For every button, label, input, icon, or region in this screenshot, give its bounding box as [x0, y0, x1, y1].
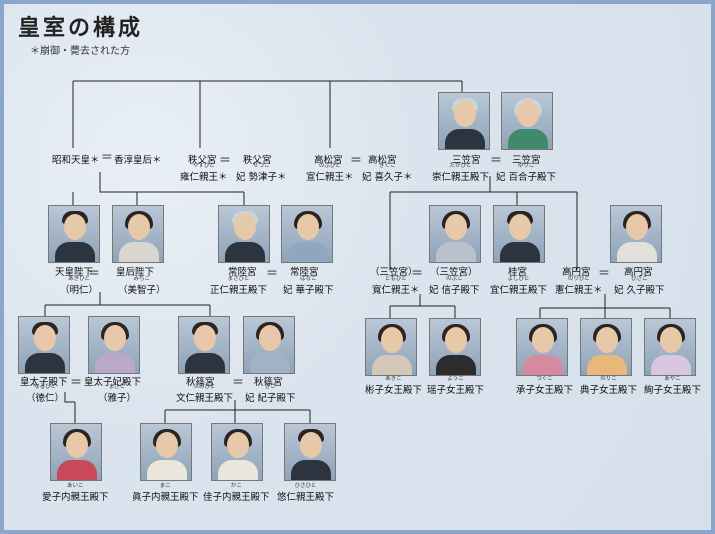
- marriage-symbol: ＝: [350, 153, 363, 167]
- label-katsura: 桂宮: [508, 267, 528, 278]
- label-mikasa-nobuko: （三笠宮）: [430, 267, 478, 278]
- photo-naruhito: [18, 316, 70, 374]
- photo-kako: [211, 423, 263, 481]
- label-takamado-l: 高円宮: [562, 267, 591, 278]
- photo-takahito: [438, 92, 490, 150]
- photo-akihito: [48, 205, 100, 263]
- label-mako: まこ眞子内親王殿下: [132, 483, 199, 503]
- marriage-symbol: ＝: [219, 153, 232, 167]
- photo-akiko: [365, 318, 417, 376]
- marriage-symbol: ＝: [232, 375, 245, 389]
- photo-hanako: [281, 205, 333, 263]
- photo-fumihito: [178, 316, 230, 374]
- label-tsuguko: つぐこ承子女王殿下: [516, 376, 574, 396]
- marriage-symbol: ＝: [266, 266, 279, 280]
- label-kotaishi: 皇太子殿下: [20, 377, 68, 388]
- label-hitachi-r: 常陸宮: [290, 267, 319, 278]
- marriage-symbol: ＝: [490, 153, 503, 167]
- label-yoshihito: よしひと宜仁親王殿下: [490, 276, 548, 296]
- label-tomohito: ともひと寬仁親王＊: [372, 276, 420, 296]
- label-chichibu-r: 秩父宮: [243, 155, 272, 166]
- label-takahito: たかひと崇仁親王殿下: [432, 163, 490, 183]
- label-showa: 昭和天皇＊: [52, 155, 100, 166]
- label-takamado-r: 高円宮: [624, 267, 653, 278]
- photo-mako: [140, 423, 192, 481]
- label-akihito: あきひと（明仁）: [60, 276, 99, 296]
- label-takamatsu-l: 高松宮: [314, 155, 343, 166]
- label-yasuhito: やすひと雍仁親王＊: [180, 163, 228, 183]
- label-tenno: 天皇陛下: [55, 267, 94, 278]
- label-kojun: 香淳皇后＊: [114, 155, 162, 166]
- photo-hisahito: [284, 423, 336, 481]
- label-ayako: あやこ絢子女王殿下: [644, 376, 702, 396]
- label-masahito: まさひと正仁親王殿下: [210, 276, 268, 296]
- label-masako: まさこ（雅子）: [98, 384, 137, 404]
- label-hisako: ひさこ妃 久子殿下: [614, 276, 665, 296]
- photo-noriko: [580, 318, 632, 376]
- photo-yoshihito: [493, 205, 545, 263]
- label-aiko: あいこ愛子内親王殿下: [42, 483, 109, 503]
- label-hitachi-l: 常陸宮: [228, 267, 257, 278]
- label-kiko: きこ妃 紀子殿下: [245, 384, 296, 404]
- page-title: 皇室の構成: [18, 15, 144, 41]
- label-noriko: のりこ典子女王殿下: [580, 376, 638, 396]
- photo-yoko: [429, 318, 481, 376]
- photo-tsuguko: [516, 318, 568, 376]
- photo-hisako: [610, 205, 662, 263]
- photo-yuriko: [501, 92, 553, 150]
- label-setsuko: せつこ妃 勢津子＊: [236, 163, 287, 183]
- photo-kiko: [243, 316, 295, 374]
- deceased-note: ＊崩御・薨去された方: [30, 46, 130, 57]
- label-yuriko: ゆりこ妃 百合子殿下: [496, 163, 557, 183]
- label-kako: かこ佳子内親王殿下: [203, 483, 270, 503]
- label-hanako: はなこ妃 華子殿下: [283, 276, 334, 296]
- photo-masahito: [218, 205, 270, 263]
- label-norihito: のりひと憲仁親王＊: [555, 276, 603, 296]
- label-kotaishihi: 皇太子妃殿下: [84, 377, 142, 388]
- label-mikasa-r: 三笠宮: [512, 155, 541, 166]
- photo-nobuko: [429, 205, 481, 263]
- photo-michiko: [112, 205, 164, 263]
- label-kogo: 皇后陛下: [116, 267, 155, 278]
- label-fumihito: ふみひと文仁親王殿下: [176, 384, 234, 404]
- label-yoko: ようこ瑶子女王殿下: [427, 376, 485, 396]
- marriage-symbol: ＝: [88, 266, 101, 280]
- label-hisahito: ひさひと悠仁親王殿下: [277, 483, 335, 503]
- marriage-symbol: ＝: [70, 375, 83, 389]
- marriage-symbol: ＝: [411, 266, 424, 280]
- label-akishino-l: 秋篠宮: [186, 377, 215, 388]
- label-nobuhito: のぶひと宣仁親王＊: [306, 163, 354, 183]
- label-michiko: みちこ（美智子）: [118, 276, 166, 296]
- label-akishino-r: 秋篠宮: [254, 377, 283, 388]
- label-takamatsu-r: 高松宮: [368, 155, 397, 166]
- photo-masako: [88, 316, 140, 374]
- photo-aiko: [50, 423, 102, 481]
- marriage-symbol: ＝: [101, 150, 114, 164]
- label-mikasa-tomohito: （三笠宮）: [370, 267, 418, 278]
- label-naruhito: なるひと（徳仁）: [26, 384, 65, 404]
- label-chichibu-l: 秩父宮: [188, 155, 217, 166]
- label-akiko: あきこ彬子女王殿下: [365, 376, 423, 396]
- marriage-symbol: ＝: [598, 266, 611, 280]
- label-mikasa-l: 三笠宮: [452, 155, 481, 166]
- label-nobuko: のぶこ妃 信子殿下: [429, 276, 480, 296]
- label-kikuko: きくこ妃 喜久子＊: [362, 163, 413, 183]
- photo-ayako: [644, 318, 696, 376]
